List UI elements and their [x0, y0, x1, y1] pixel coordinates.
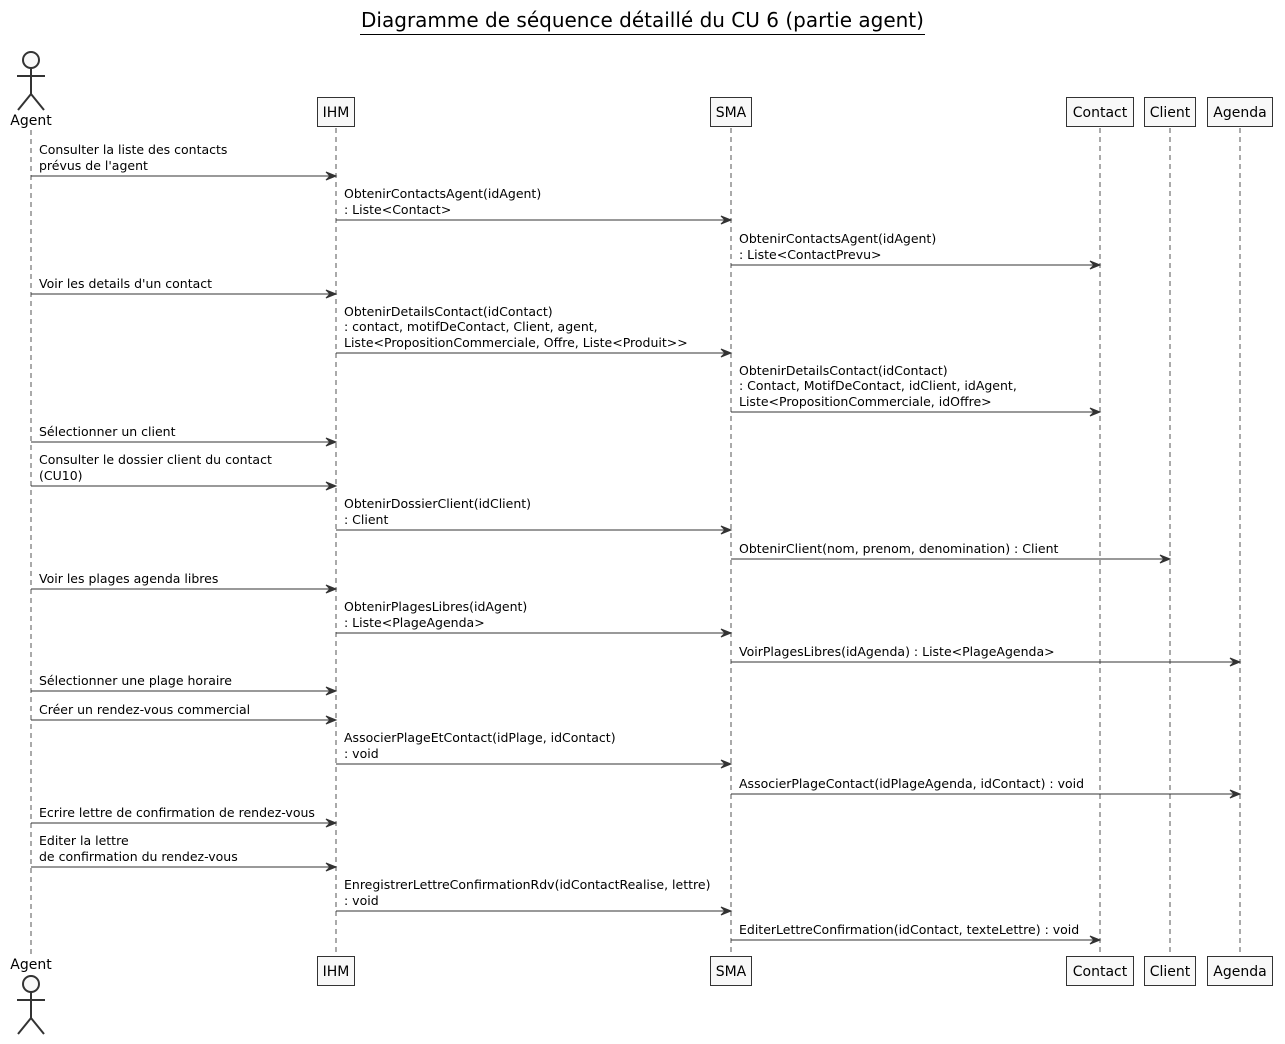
message-arrowhead — [1089, 407, 1102, 417]
message-label-line: Editer la lettre — [39, 833, 129, 848]
message-arrowhead — [1229, 657, 1242, 667]
message-arrowhead — [1089, 935, 1102, 945]
diagram-title: Diagramme de séquence détaillé du CU 6 (… — [0, 8, 1285, 35]
message-label: AssocierPlageContact(idPlageAgenda, idCo… — [739, 776, 1084, 792]
message-label-line: ObtenirDetailsContact(idContact) — [344, 303, 553, 319]
message-label: Consulter le dossier client du contact(C… — [39, 452, 272, 483]
participant-box-contact: Contact — [1066, 956, 1134, 986]
message-arrowhead — [325, 862, 338, 872]
message-label: ObtenirDetailsContact(idContact): Contac… — [739, 363, 1017, 410]
message-label-line: ObtenirDetailsContact(idContact) — [739, 362, 948, 378]
message-label-line: Sélectionner une plage horaire — [39, 672, 232, 688]
message-label: EditerLettreConfirmation(idContact, text… — [739, 922, 1079, 938]
message-label-line: Créer un rendez-vous commercial — [39, 701, 251, 717]
message-arrowhead — [720, 348, 733, 358]
message-label: ObtenirContactsAgent(idAgent): Liste<Con… — [344, 186, 541, 217]
message-arrowhead — [325, 437, 338, 447]
message-arrowhead — [720, 525, 733, 535]
message-label-line: de confirmation du rendez-vous — [39, 848, 238, 864]
message-label-line: EditerLettreConfirmation(idContact, text… — [739, 921, 1080, 937]
message-label-line: ObtenirClient(nom, prenom, denomination)… — [739, 540, 1059, 556]
message-label-line: AssocierPlageContact(idPlageAgenda, idCo… — [739, 775, 1085, 791]
participant-box-contact: Contact — [1066, 97, 1134, 127]
message-arrowhead — [325, 171, 338, 181]
message-label: ObtenirContactsAgent(idAgent): Liste<Con… — [739, 231, 936, 262]
message-label-line: Voir les plages agenda libres — [39, 570, 219, 586]
message-label: Créer un rendez-vous commercial — [39, 702, 250, 718]
message-label-line: ObtenirContactsAgent(idAgent) — [739, 231, 937, 246]
message-arrowhead — [325, 686, 338, 696]
message-label-line: : void — [344, 892, 379, 908]
message-label-line: Ecrire lettre de confirmation de rendez-… — [39, 804, 315, 820]
message-label-line: AssocierPlageEtContact(idPlage, idContac… — [344, 730, 616, 745]
message-arrowhead — [720, 906, 733, 916]
actor-icon — [17, 51, 45, 111]
message-label: Voir les plages agenda libres — [39, 571, 218, 587]
message-label: AssocierPlageEtContact(idPlage, idContac… — [344, 730, 616, 761]
message-label-line: ObtenirPlagesLibres(idAgent) — [344, 599, 528, 614]
message-arrowhead — [325, 289, 338, 299]
participant-box-agenda: Agenda — [1207, 956, 1273, 986]
participant-box-ihm: IHM — [317, 956, 355, 986]
message-label-line: Liste<PropositionCommerciale, idOffre> — [739, 393, 992, 409]
message-label-line: Consulter la liste des contacts — [39, 142, 228, 157]
participant-label-agent: Agent — [10, 113, 52, 129]
message-label-line: EnregistrerLettreConfirmationRdv(idConta… — [344, 877, 711, 892]
participant-box-sma: SMA — [710, 956, 752, 986]
message-label: Ecrire lettre de confirmation de rendez-… — [39, 805, 315, 821]
message-label: Sélectionner un client — [39, 424, 175, 440]
message-label: ObtenirClient(nom, prenom, denomination)… — [739, 541, 1058, 557]
message-label-line: Sélectionner un client — [39, 423, 176, 439]
message-label: EnregistrerLettreConfirmationRdv(idConta… — [344, 877, 710, 908]
message-label-line: Consulter le dossier client du contact — [39, 452, 272, 467]
message-label-line: Voir les details d'un contact — [39, 275, 213, 291]
message-arrowhead — [1229, 789, 1242, 799]
participant-box-client: Client — [1144, 97, 1196, 127]
message-label-line: ObtenirContactsAgent(idAgent) — [344, 186, 542, 201]
message-label-line: Liste<PropositionCommerciale, Offre, Lis… — [344, 334, 688, 350]
message-arrowhead — [720, 628, 733, 638]
message-arrowhead — [325, 584, 338, 594]
message-label: ObtenirPlagesLibres(idAgent): Liste<Plag… — [344, 599, 527, 630]
message-label: ObtenirDossierClient(idClient): Client — [344, 496, 531, 527]
message-label-line: prévus de l'agent — [39, 157, 148, 173]
message-label-line: : Client — [344, 511, 389, 527]
message-label-line: (CU10) — [39, 467, 83, 483]
message-label: Sélectionner une plage horaire — [39, 673, 232, 689]
message-label-line: : Liste<PlageAgenda> — [344, 614, 485, 630]
participant-box-sma: SMA — [710, 97, 752, 127]
message-label-line: : contact, motifDeContact, Client, agent… — [344, 319, 598, 334]
message-arrowhead — [720, 215, 733, 225]
message-arrowhead — [1159, 554, 1172, 564]
message-label: ObtenirDetailsContact(idContact): contac… — [344, 304, 688, 351]
participant-box-ihm: IHM — [317, 97, 355, 127]
message-arrowhead — [325, 818, 338, 828]
actor-icon — [17, 975, 45, 1035]
message-label-line: VoirPlagesLibres(idAgenda) : Liste<Plage… — [739, 643, 1055, 659]
message-arrowhead — [720, 759, 733, 769]
message-label-line: : void — [344, 745, 379, 761]
message-label-line: ObtenirDossierClient(idClient) — [344, 496, 532, 511]
message-label-line: : Liste<Contact> — [344, 201, 452, 217]
message-arrowhead — [325, 715, 338, 725]
message-arrowhead — [325, 481, 338, 491]
participant-label-agent: Agent — [10, 957, 52, 973]
participant-box-agenda: Agenda — [1207, 97, 1273, 127]
message-label: VoirPlagesLibres(idAgenda) : Liste<Plage… — [739, 644, 1055, 660]
message-arrowhead — [1089, 260, 1102, 270]
message-label: Voir les details d'un contact — [39, 276, 212, 292]
message-label-line: : Contact, MotifDeContact, idClient, idA… — [739, 378, 1017, 393]
message-label-line: : Liste<ContactPrevu> — [739, 246, 882, 262]
participant-box-client: Client — [1144, 956, 1196, 986]
